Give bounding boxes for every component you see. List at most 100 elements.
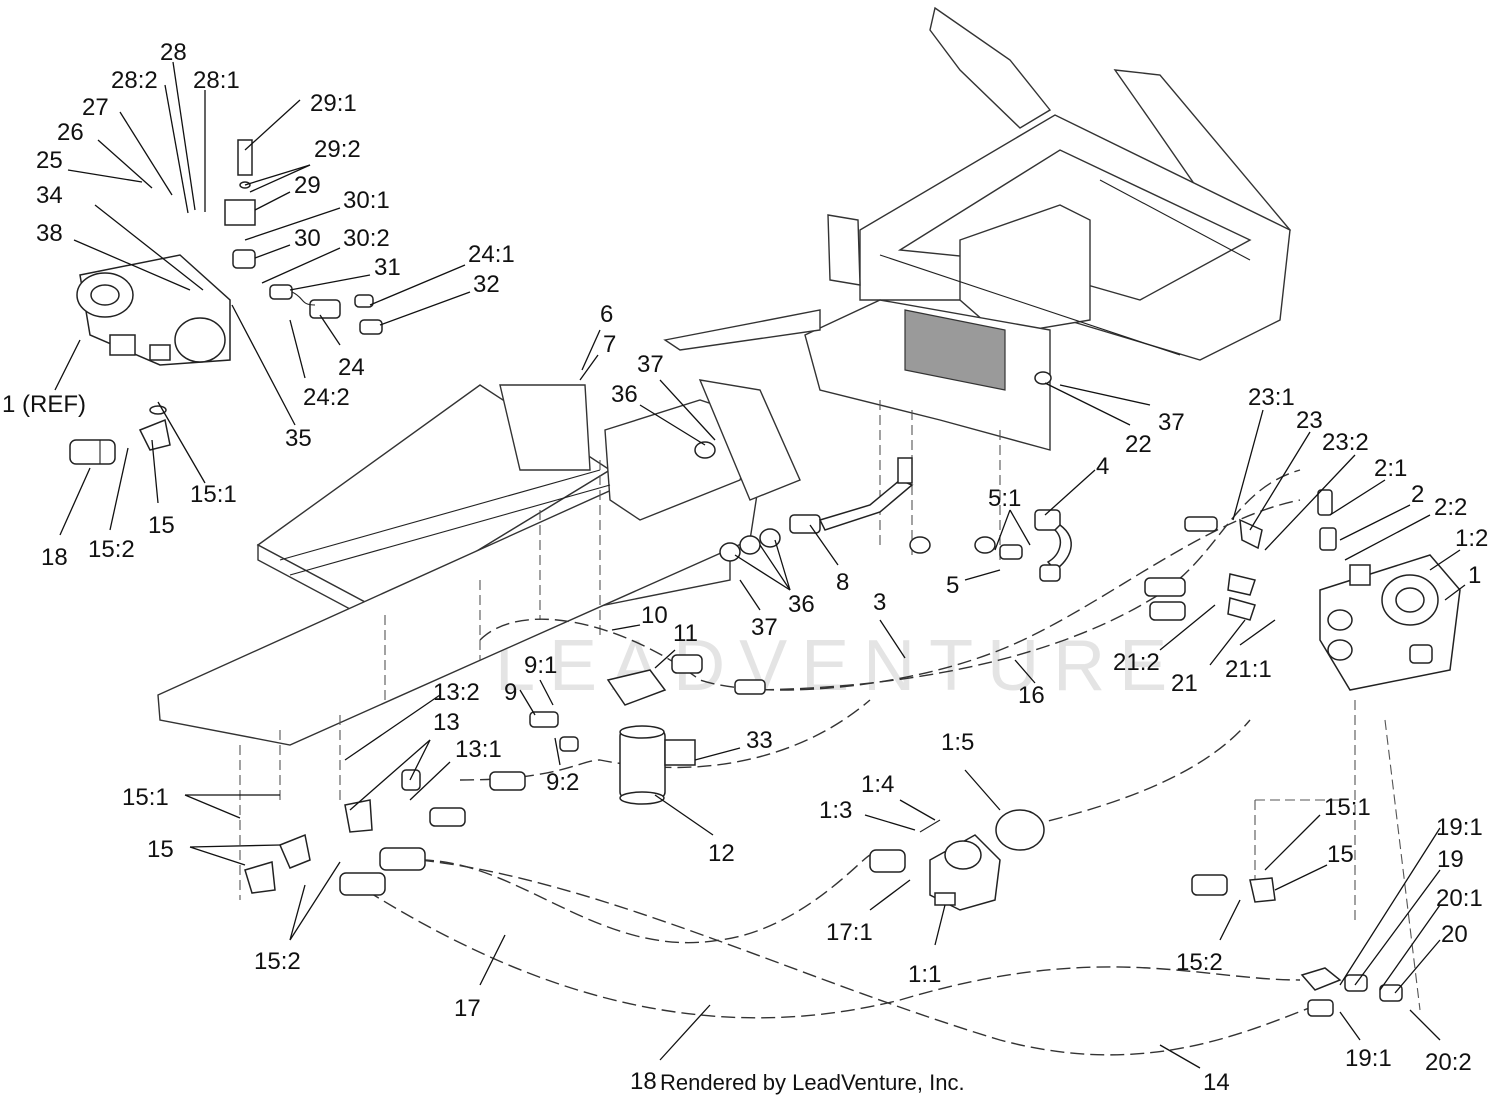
callout-4[interactable]: 4 xyxy=(1096,453,1109,480)
valve-assembly-29 xyxy=(224,139,256,269)
callout-labels: 28 28:2 28:1 27 26 25 34 38 1 (REF) 29:1… xyxy=(2,39,1488,1096)
callout-24-2[interactable]: 24:2 xyxy=(303,384,350,411)
callout-25[interactable]: 25 xyxy=(36,147,63,174)
callout-30[interactable]: 30 xyxy=(294,225,321,252)
watermark: LEADVENTURE xyxy=(495,626,1181,706)
callout-1-1[interactable]: 1:1 xyxy=(908,961,941,988)
callout-20-2[interactable]: 20:2 xyxy=(1425,1049,1472,1076)
callout-21-2[interactable]: 21:2 xyxy=(1113,649,1160,676)
callout-15-2-top[interactable]: 15:2 xyxy=(88,536,135,563)
fittings-13 xyxy=(344,769,526,833)
callout-37-a[interactable]: 37 xyxy=(637,351,664,378)
fittings-21 xyxy=(1144,516,1263,621)
callout-15-1-bottom-left[interactable]: 15:1 xyxy=(122,784,169,811)
callout-15-top[interactable]: 15 xyxy=(148,512,175,539)
callout-2[interactable]: 2 xyxy=(1411,481,1424,508)
callout-22[interactable]: 22 xyxy=(1125,431,1152,458)
callout-20[interactable]: 20 xyxy=(1441,921,1468,948)
callout-15-bottom-right[interactable]: 15 xyxy=(1327,841,1354,868)
callout-31[interactable]: 31 xyxy=(374,254,401,281)
callout-29[interactable]: 29 xyxy=(294,172,321,199)
fitting-8 xyxy=(789,457,914,534)
callout-2-1[interactable]: 2:1 xyxy=(1374,455,1407,482)
callout-15-1-bottom-right[interactable]: 15:1 xyxy=(1324,794,1371,821)
hose-1-5 xyxy=(1009,719,1251,831)
callout-19-1-top[interactable]: 19:1 xyxy=(1436,814,1483,841)
hose-3 xyxy=(479,499,1301,691)
callout-21[interactable]: 21 xyxy=(1171,670,1198,697)
callout-1-3[interactable]: 1:3 xyxy=(819,797,852,824)
callout-36-a[interactable]: 36 xyxy=(611,381,638,408)
callout-13-1[interactable]: 13:1 xyxy=(455,736,502,763)
callout-24-1[interactable]: 24:1 xyxy=(468,241,515,268)
callout-1-2[interactable]: 1:2 xyxy=(1455,525,1488,552)
callout-13[interactable]: 13 xyxy=(433,709,460,736)
main-frame xyxy=(157,379,801,746)
callout-20-1[interactable]: 20:1 xyxy=(1436,885,1483,912)
callout-11[interactable]: 11 xyxy=(673,620,698,647)
callout-29-2[interactable]: 29:2 xyxy=(314,136,361,163)
adapter-18-top xyxy=(69,439,116,465)
hose-17 xyxy=(419,854,871,944)
charge-pump-1-1 xyxy=(869,809,1045,911)
callout-7[interactable]: 7 xyxy=(603,331,616,358)
callout-2-2[interactable]: 2:2 xyxy=(1434,494,1467,521)
callout-15-bottom-left[interactable]: 15 xyxy=(147,836,174,863)
callout-6[interactable]: 6 xyxy=(600,301,613,328)
callout-3[interactable]: 3 xyxy=(873,589,886,616)
callout-9-2[interactable]: 9:2 xyxy=(546,769,579,796)
callout-18-bottom[interactable]: 18 xyxy=(630,1068,657,1095)
callout-28[interactable]: 28 xyxy=(160,39,187,66)
callout-5-1[interactable]: 5:1 xyxy=(988,485,1021,512)
callout-17[interactable]: 17 xyxy=(454,995,481,1022)
callout-23-1[interactable]: 23:1 xyxy=(1248,384,1295,411)
callout-33[interactable]: 33 xyxy=(746,727,773,754)
elbow-fittings-15-bottom-left xyxy=(244,833,426,896)
callout-21-1[interactable]: 21:1 xyxy=(1225,656,1272,683)
callout-9-1[interactable]: 9:1 xyxy=(524,652,557,679)
callout-32[interactable]: 32 xyxy=(473,271,500,298)
callout-10[interactable]: 10 xyxy=(641,602,668,629)
callout-30-1[interactable]: 30:1 xyxy=(343,187,390,214)
callout-23-2[interactable]: 23:2 xyxy=(1322,429,1369,456)
callout-30-2[interactable]: 30:2 xyxy=(343,225,390,252)
callout-17-1[interactable]: 17:1 xyxy=(826,919,873,946)
callout-16[interactable]: 16 xyxy=(1018,682,1045,709)
callout-8[interactable]: 8 xyxy=(836,569,849,596)
callout-12[interactable]: 12 xyxy=(708,840,735,867)
callout-13-2[interactable]: 13:2 xyxy=(433,679,480,706)
frame-dash-lines xyxy=(239,400,1421,1011)
callout-29-1[interactable]: 29:1 xyxy=(310,90,357,117)
callout-1-4[interactable]: 1:4 xyxy=(861,771,894,798)
elbow-fitting-15-bottom-right xyxy=(1191,874,1276,903)
hose-clamps-36 xyxy=(694,371,1052,562)
callout-38[interactable]: 38 xyxy=(36,220,63,247)
callout-9[interactable]: 9 xyxy=(504,679,517,706)
callout-19[interactable]: 19 xyxy=(1437,846,1464,873)
callout-15-2-bottom-left[interactable]: 15:2 xyxy=(254,948,301,975)
callout-28-2[interactable]: 28:2 xyxy=(111,67,158,94)
callout-15-2-bottom-right[interactable]: 15:2 xyxy=(1176,949,1223,976)
callout-34[interactable]: 34 xyxy=(36,182,63,209)
callout-35[interactable]: 35 xyxy=(285,425,312,452)
callout-1-5[interactable]: 1:5 xyxy=(941,729,974,756)
callout-37-c[interactable]: 37 xyxy=(1158,409,1185,436)
callout-36-b[interactable]: 36 xyxy=(788,591,815,618)
callout-5[interactable]: 5 xyxy=(946,572,959,599)
callout-1[interactable]: 1 xyxy=(1468,562,1481,589)
callout-27[interactable]: 27 xyxy=(82,94,109,121)
callout-18-top[interactable]: 18 xyxy=(41,544,68,571)
fittings-4-5 xyxy=(999,509,1072,582)
callout-15-1-top[interactable]: 15:1 xyxy=(190,481,237,508)
callout-19-1-bottom[interactable]: 19:1 xyxy=(1345,1045,1392,1072)
callout-1-ref[interactable]: 1 (REF) xyxy=(2,391,86,418)
callout-26[interactable]: 26 xyxy=(57,119,84,146)
callout-23[interactable]: 23 xyxy=(1296,407,1323,434)
callout-37-b[interactable]: 37 xyxy=(751,614,778,641)
callout-14[interactable]: 14 xyxy=(1203,1069,1230,1096)
footer-credit: Rendered by LeadVenture, Inc. xyxy=(660,1070,965,1095)
callout-24[interactable]: 24 xyxy=(338,354,365,381)
leader-lines xyxy=(54,61,1466,1069)
oil-filter-12 xyxy=(619,725,696,805)
callout-28-1[interactable]: 28:1 xyxy=(193,67,240,94)
